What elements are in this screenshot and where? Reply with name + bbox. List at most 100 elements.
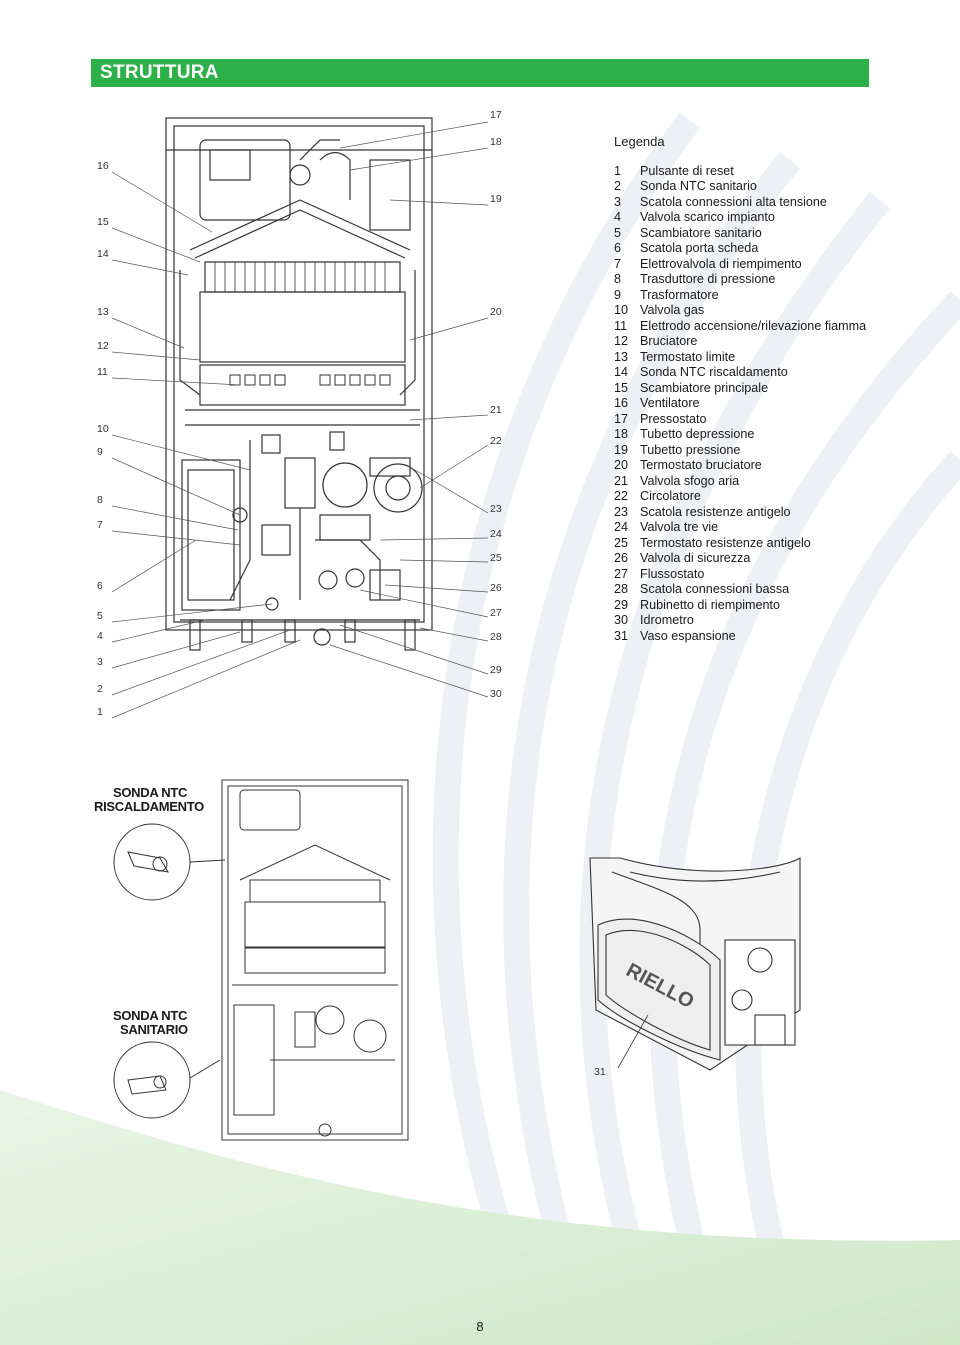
- callout-3: 3: [97, 656, 103, 668]
- legend-label: Tubetto pressione: [640, 442, 741, 457]
- callout-5: 5: [97, 610, 103, 622]
- legend-label: Termostato bruciatore: [640, 458, 762, 472]
- legend-label: Scatola connessioni alta tensione: [640, 194, 827, 209]
- legend-number: 24: [614, 520, 629, 534]
- callout-8: 8: [97, 494, 103, 506]
- legend-label: Termostato resistenze antigelo: [640, 535, 811, 550]
- callout-20: 20: [490, 306, 502, 318]
- callout-14: 14: [97, 248, 109, 260]
- legend-label: Valvola sfogo aria: [640, 473, 740, 488]
- legend-label: Trasduttore di pressione: [640, 272, 776, 286]
- legend-item: 1 Pulsante di reset: [614, 164, 866, 180]
- callout-16: 16: [97, 160, 109, 172]
- legend-label: Flussostato: [640, 566, 705, 581]
- legend-number: 30: [614, 613, 629, 627]
- heating-probe-label-line1: SONDA NTC: [113, 785, 188, 800]
- legend-number: 18: [614, 427, 629, 441]
- legend-number: 31: [614, 628, 629, 643]
- expansion-vessel-diagram: RIELLO 31: [589, 857, 801, 1078]
- callout-21: 21: [490, 404, 502, 416]
- legend-number: 1: [614, 163, 622, 178]
- legend-number: 20: [614, 458, 629, 472]
- legend-label: Valvola tre vie: [640, 520, 719, 534]
- section-header: STRUTTURA: [91, 59, 869, 87]
- callout-15: 15: [97, 216, 109, 228]
- legend-label: Bruciatore: [640, 334, 698, 348]
- legend-label: Scambiatore principale: [640, 380, 769, 395]
- legend-label: Elettrovalvola di riempimento: [640, 256, 802, 271]
- dhw-probe-label-line1: SONDA NTC: [113, 1008, 188, 1023]
- legend-number: 12: [614, 334, 629, 348]
- callout-18: 18: [490, 136, 502, 148]
- ntc-probes-detail-diagram: SONDA NTC RISCALDAMENTO SONDA NTC SANITA…: [94, 779, 409, 1141]
- legend-number: 11: [614, 318, 628, 333]
- callout-17: 17: [490, 109, 502, 121]
- legend-item: 12 Bruciatore: [614, 334, 866, 350]
- legend-number: 27: [614, 566, 629, 581]
- dhw-probe-zoom: [113, 1041, 191, 1119]
- legend-number: 6: [614, 241, 622, 255]
- legend-label: Valvola di sicurezza: [640, 551, 751, 565]
- legend-number: 21: [614, 473, 629, 488]
- callout-11: 11: [97, 366, 108, 378]
- legend-label: Termostato limite: [640, 349, 736, 364]
- legend-number: 14: [614, 365, 629, 379]
- legend-number: 7: [614, 256, 622, 271]
- callout-26: 26: [490, 582, 502, 594]
- legend-number: 22: [614, 489, 629, 503]
- callout-6: 6: [97, 580, 103, 592]
- callout-25: 25: [490, 552, 502, 564]
- legend-label: Pressostato: [640, 411, 707, 426]
- callout-24: 24: [490, 528, 502, 540]
- callout-2: 2: [97, 683, 103, 695]
- legend-label: Elettrodo accensione/rilevazione fiamma: [640, 318, 867, 333]
- heating-probe-zoom: [113, 823, 191, 901]
- legend-number: 29: [614, 597, 629, 612]
- legend-label: Scatola resistenze antigelo: [640, 504, 791, 519]
- legend-item: 23 Scatola resistenze antigelo: [614, 505, 866, 521]
- legend-item: 8 Trasduttore di pressione: [614, 272, 866, 288]
- callout-4: 4: [97, 630, 103, 642]
- callout-31: 31: [594, 1066, 606, 1078]
- heating-probe-label-line2: RISCALDAMENTO: [94, 799, 204, 814]
- legend-label: Scatola connessioni bassa: [640, 582, 790, 596]
- callout-10: 10: [97, 423, 109, 435]
- legend-number: 5: [614, 225, 622, 240]
- callout-27: 27: [490, 607, 502, 619]
- callout-19: 19: [490, 193, 502, 205]
- callout-30: 30: [490, 688, 502, 700]
- callout-22: 22: [490, 435, 502, 447]
- callout-28: 28: [490, 631, 502, 643]
- legend-number: 23: [614, 504, 629, 519]
- legend-item: 18 Tubetto depressione: [614, 427, 866, 443]
- callout-13: 13: [97, 306, 109, 318]
- callout-1: 1: [97, 706, 103, 718]
- legend-label: Rubinetto di riempimento: [640, 597, 781, 612]
- callout-7: 7: [97, 519, 103, 531]
- legend-number: 26: [614, 551, 629, 565]
- legend-label: Pulsante di reset: [640, 163, 734, 178]
- section-title: STRUTTURA: [100, 62, 219, 83]
- legend-label: Tubetto depressione: [640, 427, 755, 441]
- legend-item: 26 Valvola di sicurezza: [614, 551, 866, 567]
- legend-number: 16: [614, 396, 629, 410]
- legend-label: Valvola gas: [640, 303, 705, 317]
- legend-number: 4: [614, 210, 622, 224]
- legend-number: 2: [614, 179, 622, 193]
- page-number: 8: [476, 1319, 484, 1334]
- legend-label: Sonda NTC sanitario: [640, 179, 757, 193]
- legend-number: 8: [614, 272, 622, 286]
- legend-number: 17: [614, 411, 629, 426]
